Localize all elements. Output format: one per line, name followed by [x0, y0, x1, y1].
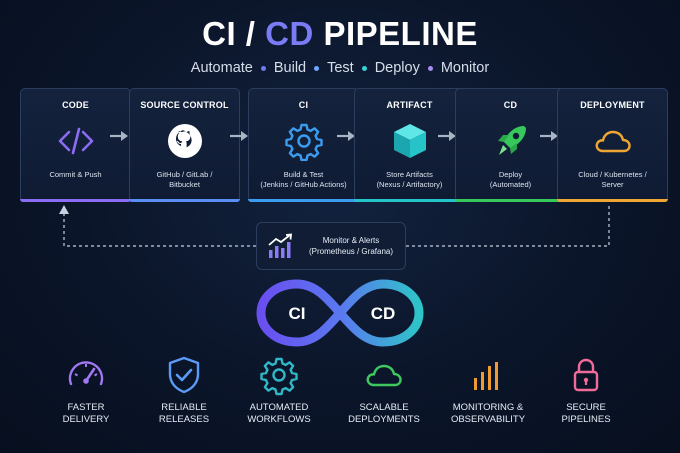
- separator-dot: [361, 65, 367, 71]
- separator-dot: [314, 65, 320, 71]
- stage-label: CODE: [62, 100, 89, 110]
- benefit-label: SCALABLE DEPLOYMENTS: [348, 402, 420, 425]
- benefit-label: SECURE PIPELINES: [561, 402, 611, 425]
- stage-ci: CI Build & Test (Jenkins / GitHub Action…: [248, 88, 359, 202]
- chart-growth-icon: [268, 233, 293, 258]
- stage-description: GitHub / GitLab / Bitbucket: [156, 170, 213, 189]
- separator-dot: [260, 65, 266, 71]
- logo-ci-text: CI: [289, 304, 306, 323]
- stage-accent-bar: [455, 199, 566, 202]
- stage-accent-bar: [557, 199, 668, 202]
- arrow-right-icon: [540, 131, 558, 141]
- benefit-secure-pipelines: SECURE PIPELINES: [536, 354, 636, 426]
- logo-cd-text: CD: [371, 304, 396, 323]
- subtitle: Automate Build Test Deploy Monitor: [0, 59, 680, 77]
- cloud-icon: [366, 364, 402, 387]
- cube-icon: [394, 124, 426, 158]
- title-prefix: CI /: [202, 15, 266, 52]
- title-suffix: PIPELINE: [313, 15, 478, 52]
- bar-chart-icon: [474, 362, 498, 390]
- benefit-label: FASTER DELIVERY: [62, 402, 110, 425]
- stage-code: CODE Commit & Push: [20, 88, 131, 202]
- arrow-right-icon: [337, 131, 355, 141]
- arrow-right-icon: [230, 131, 248, 141]
- stage-artifact: ARTIFACT Store Artifacts (Nexus / Artifa…: [354, 88, 465, 202]
- gear-icon: [260, 357, 298, 396]
- stage-label: CI: [298, 100, 309, 110]
- benefit-automated-workflows: AUTOMATED WORKFLOWS: [229, 354, 329, 426]
- code-icon: [58, 127, 94, 155]
- stage-description: Deploy (Automated): [489, 170, 532, 189]
- stage-label: ARTIFACT: [386, 100, 433, 110]
- subtitle-item: Deploy: [374, 60, 420, 76]
- separator-dot: [427, 65, 433, 71]
- benefit-monitoring-observability: MONITORING & OBSERVABILITY: [438, 354, 538, 426]
- ci-cd-infinity-logo: CI CD: [256, 279, 424, 347]
- subtitle-item: Monitor: [440, 60, 490, 76]
- lock-icon: [573, 358, 599, 392]
- github-icon: [168, 124, 202, 158]
- stage-deployment: DEPLOYMENT Cloud / Kubernetes / Server: [557, 88, 668, 202]
- stage-description: Store Artifacts (Nexus / Artifactory): [376, 170, 443, 189]
- page-title: CI / CD PIPELINE: [0, 14, 680, 54]
- stage-description: Commit & Push: [49, 170, 102, 179]
- arrow-right-icon: [110, 131, 128, 141]
- cloud-icon: [595, 130, 631, 153]
- shield-check-icon: [168, 356, 200, 394]
- stage-accent-bar: [248, 199, 359, 202]
- benefit-label: MONITORING & OBSERVABILITY: [450, 402, 526, 425]
- stage-accent-bar: [129, 199, 240, 202]
- stage-accent-bar: [354, 199, 465, 202]
- stage-source-control: SOURCE CONTROL GitHub / GitLab / Bitbuck…: [129, 88, 240, 202]
- stage-description: Build & Test (Jenkins / GitHub Actions): [260, 170, 347, 189]
- benefit-reliable-releases: RELIABLE RELEASES: [134, 354, 234, 426]
- monitor-alerts-box: Monitor & Alerts (Prometheus / Grafana): [256, 222, 406, 270]
- benefit-label: RELIABLE RELEASES: [158, 402, 210, 425]
- stage-label: CD: [503, 100, 518, 110]
- subtitle-item: Automate: [190, 60, 253, 76]
- stage-accent-bar: [20, 199, 131, 202]
- stage-label: SOURCE CONTROL: [140, 100, 229, 110]
- speedometer-icon: [68, 361, 104, 386]
- subtitle-item: Build: [273, 60, 307, 76]
- arrow-right-icon: [438, 131, 456, 141]
- stage-label: DEPLOYMENT: [580, 100, 645, 110]
- gear-icon: [285, 123, 323, 161]
- monitor-text: Monitor & Alerts (Prometheus / Grafana): [308, 236, 394, 256]
- subtitle-item: Test: [327, 60, 354, 76]
- benefit-scalable-deployments: SCALABLE DEPLOYMENTS: [334, 354, 434, 426]
- stage-cd: CD Deploy (Automated): [455, 88, 566, 202]
- rocket-icon: [498, 126, 526, 155]
- benefit-faster-delivery: FASTER DELIVERY: [36, 354, 136, 426]
- title-cd: CD: [265, 15, 314, 52]
- benefit-label: AUTOMATED WORKFLOWS: [247, 402, 311, 425]
- stage-description: Cloud / Kubernetes / Server: [578, 170, 647, 189]
